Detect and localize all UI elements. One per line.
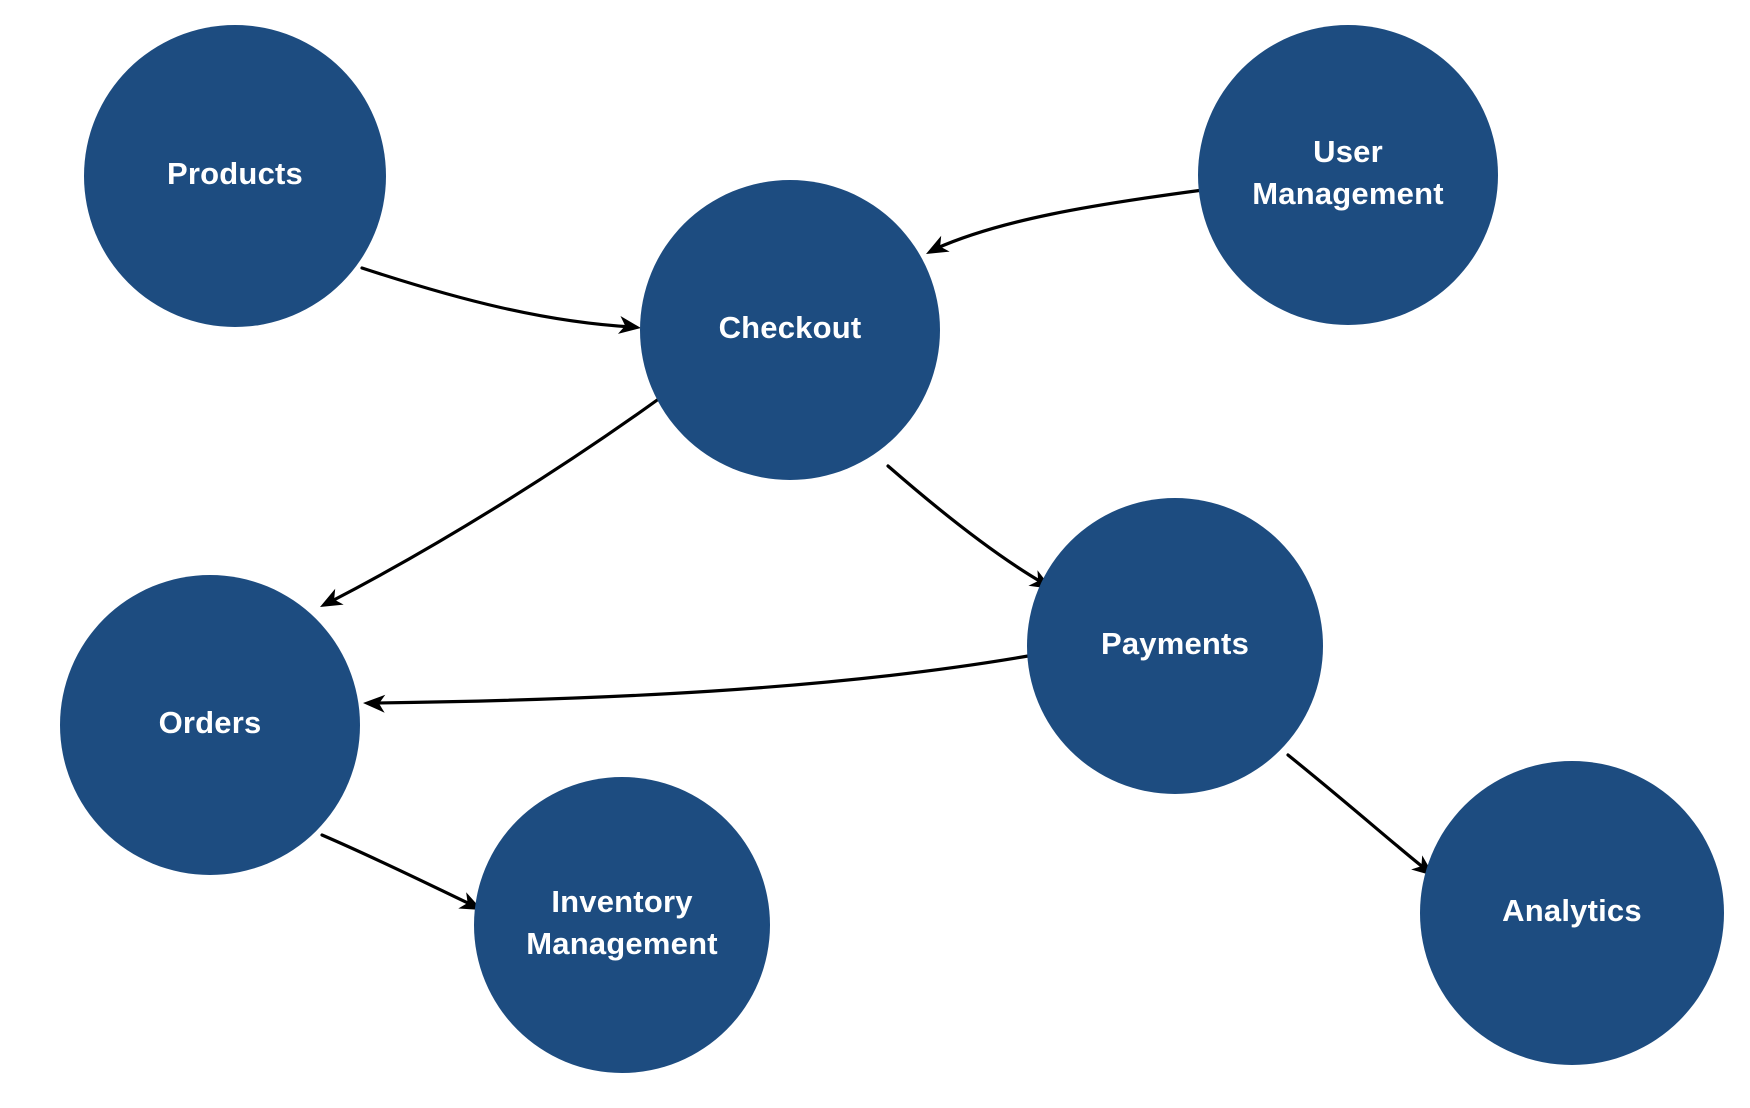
edge-line — [933, 188, 1205, 251]
edge-payments-to-orders — [363, 654, 1030, 713]
node-label-line: Payments — [1101, 626, 1249, 661]
node-circle[interactable] — [60, 575, 360, 875]
node-circle[interactable] — [474, 777, 770, 1073]
edge-orders-to-inventory-management — [320, 833, 482, 910]
edge-line — [886, 464, 1045, 585]
node-label-line: Analytics — [1502, 893, 1642, 928]
node-label: Products — [167, 156, 303, 191]
node-label: Analytics — [1502, 893, 1642, 928]
node-products[interactable]: Products — [84, 25, 386, 327]
node-checkout[interactable]: Checkout — [640, 180, 940, 480]
node-label: Orders — [159, 705, 262, 740]
node-circle[interactable] — [1420, 761, 1724, 1065]
edge-products-to-checkout — [360, 266, 641, 334]
node-label-line: Management — [526, 926, 717, 961]
node-label-line: Orders — [159, 705, 262, 740]
node-label-line: Products — [167, 156, 303, 191]
node-payments[interactable]: Payments — [1027, 498, 1323, 794]
node-circle[interactable] — [1027, 498, 1323, 794]
edges-layer — [320, 188, 1434, 910]
node-label-line: Inventory — [551, 884, 693, 919]
arrow-head-icon — [320, 588, 344, 607]
node-analytics[interactable]: Analytics — [1420, 761, 1724, 1065]
node-label: Payments — [1101, 626, 1249, 661]
node-label-line: Management — [1252, 176, 1443, 211]
arrow-head-icon — [926, 235, 950, 254]
arrow-head-icon — [363, 694, 386, 713]
node-label: Checkout — [719, 310, 862, 345]
edge-line — [328, 396, 662, 604]
edge-checkout-to-payments — [886, 464, 1052, 589]
arrow-head-icon — [617, 316, 641, 334]
edge-payments-to-analytics — [1286, 753, 1434, 876]
node-label-line: User — [1313, 134, 1383, 169]
edge-checkout-to-orders — [320, 396, 662, 607]
node-circle[interactable] — [640, 180, 940, 480]
edge-line — [1286, 753, 1426, 870]
edge-line — [373, 654, 1030, 705]
node-circle[interactable] — [1198, 25, 1498, 325]
edge-line — [360, 266, 634, 329]
edge-line — [320, 833, 474, 907]
edge-user-management-to-checkout — [926, 188, 1205, 254]
node-orders[interactable]: Orders — [60, 575, 360, 875]
node-label-line: Checkout — [719, 310, 862, 345]
node-circle[interactable] — [84, 25, 386, 327]
